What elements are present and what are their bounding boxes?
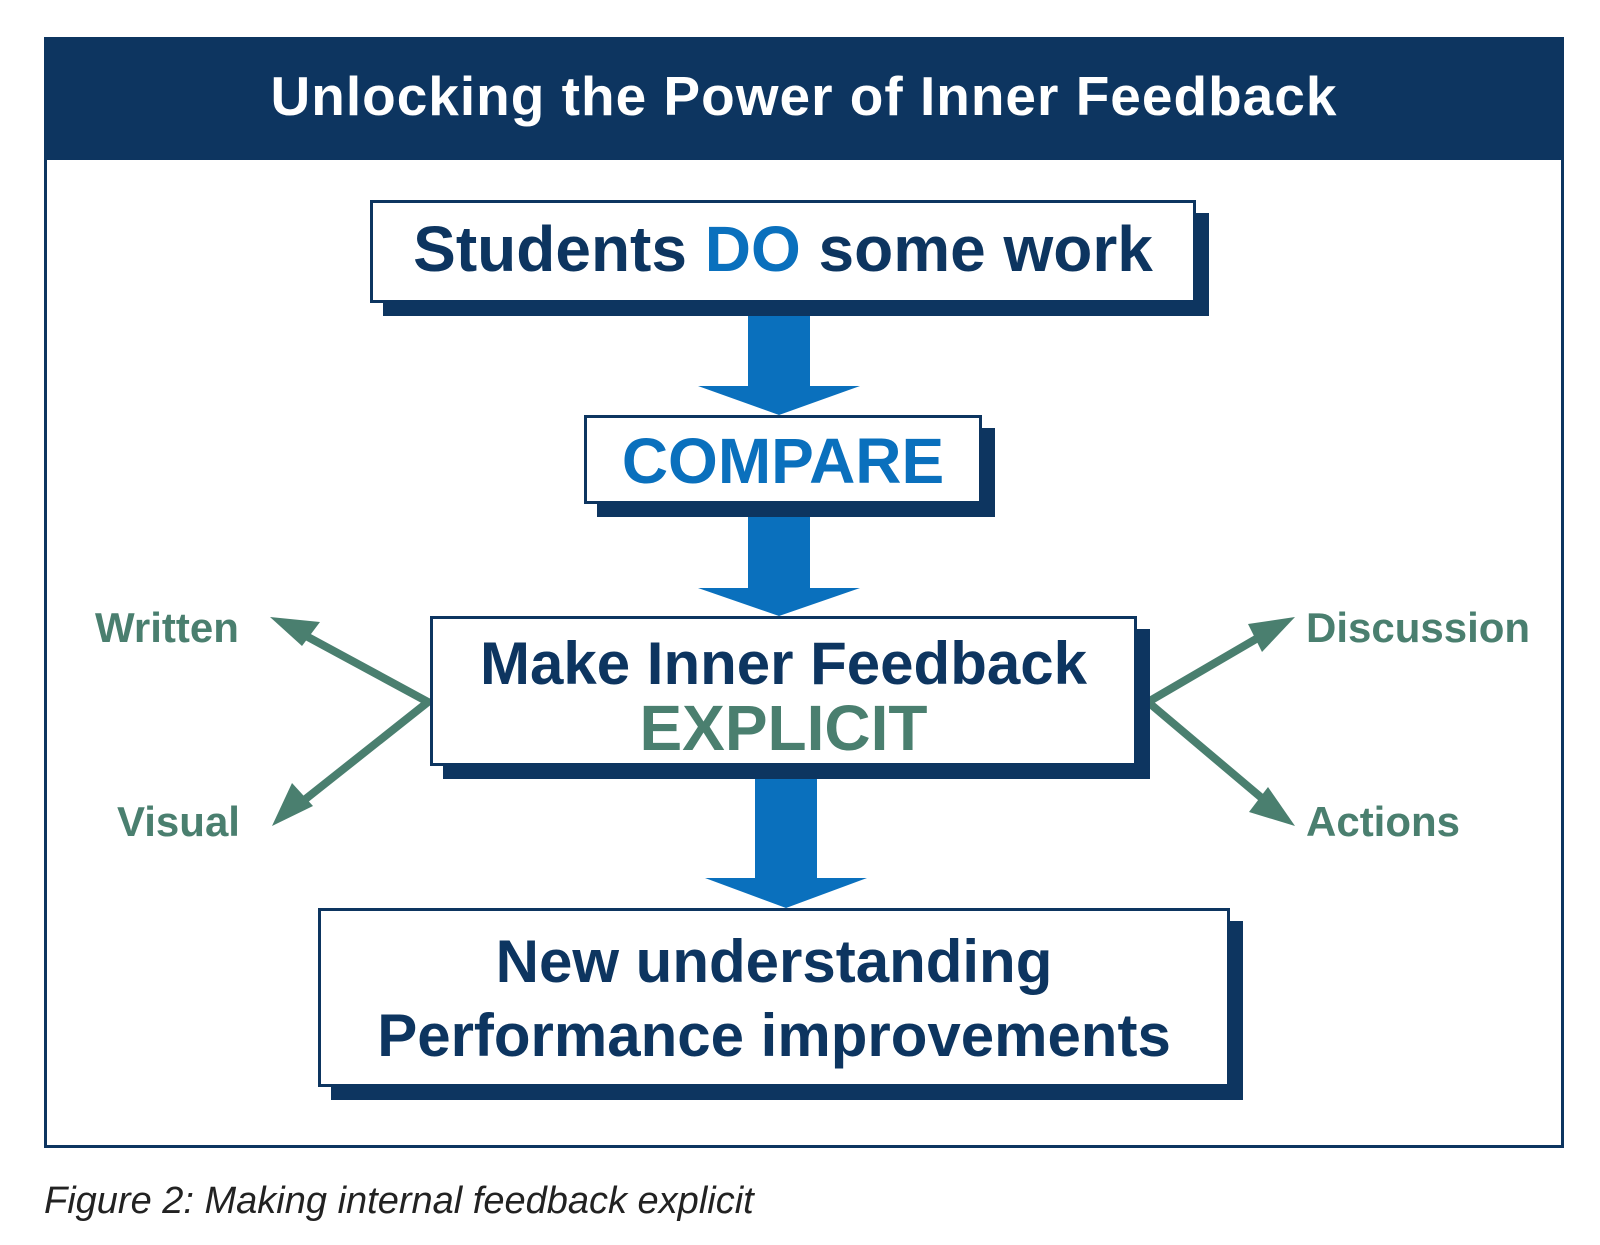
arrow-compare-to-explicit: [698, 515, 860, 616]
step-make-explicit: Make Inner Feedback EXPLICIT: [430, 616, 1137, 766]
step-students-do-work: Students DO some work: [370, 200, 1196, 303]
step-outcome: New understanding Performance improvemen…: [318, 908, 1230, 1087]
mode-visual: Visual: [117, 798, 240, 845]
step1-text-post: some work: [800, 213, 1153, 285]
mode-written: Written: [95, 604, 239, 651]
arrow-explicit-to-understanding: [705, 778, 867, 908]
compare-label: COMPARE: [621, 425, 945, 497]
step-compare: COMPARE: [584, 415, 982, 504]
arrow-to-discussion: [1144, 628, 1272, 706]
mode-actions: Actions: [1306, 798, 1461, 845]
arrow-do-to-compare: [698, 314, 860, 415]
step3-line1: Make Inner Feedback: [480, 630, 1087, 697]
step3-line2: EXPLICIT: [639, 692, 928, 764]
step4-line1: New understanding: [495, 928, 1053, 995]
arrow-to-actions: [1144, 698, 1274, 809]
arrow-to-written: [291, 626, 432, 706]
figure-caption: Figure 2: Making internal feedback expli…: [44, 1180, 754, 1222]
diagram-title: Unlocking the Power of Inner Feedback: [270, 65, 1338, 127]
step1-text-pre: Students: [413, 213, 705, 285]
step1-text-emph: DO: [704, 213, 801, 285]
step4-line2: Performance improvements: [377, 1002, 1171, 1069]
title-bar: Unlocking the Power of Inner Feedback: [47, 40, 1561, 160]
arrow-to-visual: [294, 698, 432, 809]
mode-discussion: Discussion: [1306, 604, 1531, 651]
